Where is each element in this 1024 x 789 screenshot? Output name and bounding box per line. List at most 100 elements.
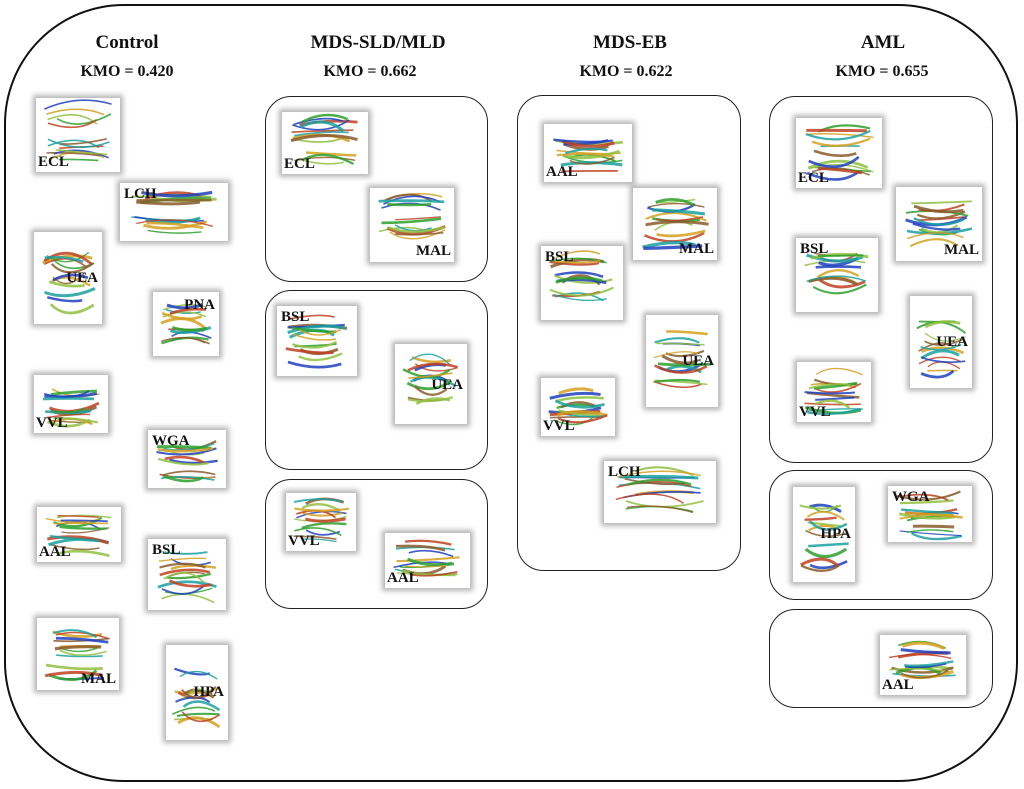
lectin-card-bsl: BSL	[277, 306, 357, 376]
lectin-card-bsl: BSL	[148, 539, 226, 610]
lectin-label-wga: WGA	[152, 433, 190, 449]
lectin-label-vvl: VVL	[543, 418, 575, 434]
protein-structure-icon	[293, 497, 350, 543]
lectin-card-vvl: VVL	[541, 378, 615, 436]
protein-structure-icon	[285, 314, 348, 369]
group-aml-3	[769, 609, 993, 708]
column-title-control: Control	[95, 32, 159, 53]
protein-structure-icon	[805, 124, 874, 181]
kmo-mds-sld-mld: KMO = 0.662	[323, 63, 417, 80]
lectin-card-uea: UEA	[34, 232, 102, 324]
protein-structure-icon	[905, 200, 973, 248]
lectin-label-bsl: BSL	[281, 309, 310, 325]
lectin-card-uea: UEA	[395, 344, 467, 424]
lectin-card-vvl: VVL	[797, 362, 871, 422]
protein-structure-icon	[44, 99, 112, 162]
protein-structure-icon	[393, 539, 460, 577]
lectin-card-aal: AAL	[385, 533, 470, 588]
protein-structure-icon	[160, 303, 212, 345]
protein-structure-icon	[804, 252, 869, 295]
lectin-card-wga: WGA	[888, 486, 972, 542]
lectin-card-mal: MAL	[896, 187, 982, 261]
protein-structure-icon	[548, 387, 608, 426]
protein-structure-icon	[45, 514, 112, 558]
protein-structure-icon	[131, 190, 217, 234]
lectin-card-hpa: HPA	[166, 645, 228, 740]
group-mds-sld-1	[265, 96, 488, 282]
protein-structure-icon	[799, 503, 849, 573]
protein-structure-icon	[43, 388, 100, 428]
lectin-label-bsl: BSL	[152, 542, 181, 558]
lectin-label-pna: PNA	[184, 297, 215, 313]
protein-structure-icon	[642, 198, 709, 250]
protein-structure-icon	[916, 320, 967, 379]
kmo-aml: KMO = 0.655	[835, 63, 929, 80]
kmo-control: KMO = 0.420	[80, 63, 174, 80]
lectin-card-mal: MAL	[633, 188, 717, 260]
lectin-label-wga: WGA	[892, 489, 930, 505]
lectin-card-aal: AAL	[37, 507, 121, 562]
lectin-card-aal: AAL	[544, 124, 632, 182]
group-mds-sld-3	[265, 479, 488, 609]
lectin-card-wga: WGA	[148, 430, 226, 488]
lectin-card-lch: LCH	[604, 461, 716, 523]
lectin-label-uea: UEA	[936, 333, 968, 350]
lectin-label-vvl: VVL	[36, 415, 68, 431]
protein-structure-icon	[615, 466, 704, 514]
protein-structure-icon	[171, 667, 221, 729]
outer-frame	[4, 4, 1018, 782]
protein-structure-icon	[402, 353, 458, 405]
lectin-card-mal: MAL	[370, 188, 454, 262]
group-aml-2	[769, 470, 993, 600]
lectin-label-mal: MAL	[81, 671, 116, 687]
lectin-label-ecl: ECL	[38, 154, 69, 170]
lectin-label-lch: LCH	[608, 464, 641, 480]
lectin-label-bsl: BSL	[545, 249, 574, 265]
group-mds-sld-2	[265, 290, 488, 470]
lectin-label-aal: AAL	[882, 677, 914, 693]
lectin-label-uea: UEA	[66, 269, 98, 286]
column-title-aml: AML	[860, 32, 906, 53]
protein-structure-icon	[896, 490, 963, 541]
protein-structure-icon	[42, 251, 96, 315]
lectin-label-vvl: VVL	[799, 404, 831, 420]
protein-structure-icon	[290, 113, 358, 166]
lectin-card-aal: AAL	[880, 635, 966, 695]
lectin-card-ecl: ECL	[36, 98, 120, 172]
lectin-label-ecl: ECL	[284, 156, 315, 172]
lectin-card-vvl: VVL	[34, 375, 108, 433]
protein-structure-icon	[653, 330, 711, 389]
lectin-card-vvl: VVL	[286, 493, 356, 551]
lectin-label-mal: MAL	[944, 242, 979, 258]
group-aml-1	[769, 96, 993, 463]
lectin-card-lch: LCH	[120, 183, 228, 241]
column-title-mds-eb: MDS-EB	[593, 32, 667, 53]
lectin-card-bsl: BSL	[796, 238, 878, 312]
protein-structure-icon	[549, 250, 614, 302]
kmo-mds-eb: KMO = 0.622	[579, 63, 673, 80]
lectin-label-mal: MAL	[416, 243, 451, 259]
lectin-label-ecl: ECL	[798, 170, 829, 186]
group-mds-eb-1	[517, 95, 741, 571]
lectin-label-aal: AAL	[39, 544, 71, 560]
lectin-card-hpa: HPA	[793, 487, 855, 582]
protein-structure-icon	[804, 367, 863, 416]
lectin-label-uea: UEA	[682, 352, 714, 369]
lectin-label-mal: MAL	[679, 241, 714, 257]
lectin-card-uea: UEA	[646, 315, 718, 407]
lectin-label-hpa: HPA	[193, 683, 224, 700]
lectin-label-vvl: VVL	[288, 533, 320, 549]
lectin-card-uea: UEA	[910, 296, 972, 388]
protein-structure-icon	[156, 440, 218, 483]
lectin-card-ecl: ECL	[282, 112, 368, 174]
protein-structure-icon	[44, 629, 110, 682]
lectin-card-mal: MAL	[37, 618, 119, 690]
protein-structure-icon	[378, 192, 446, 240]
lectin-label-bsl: BSL	[800, 241, 829, 257]
lectin-label-aal: AAL	[546, 164, 578, 180]
protein-structure-icon	[157, 551, 217, 604]
lectin-card-bsl: BSL	[541, 246, 623, 320]
lectin-label-aal: AAL	[387, 570, 419, 586]
lectin-label-uea: UEA	[431, 376, 463, 393]
lectin-card-pna: PNA	[153, 292, 219, 356]
